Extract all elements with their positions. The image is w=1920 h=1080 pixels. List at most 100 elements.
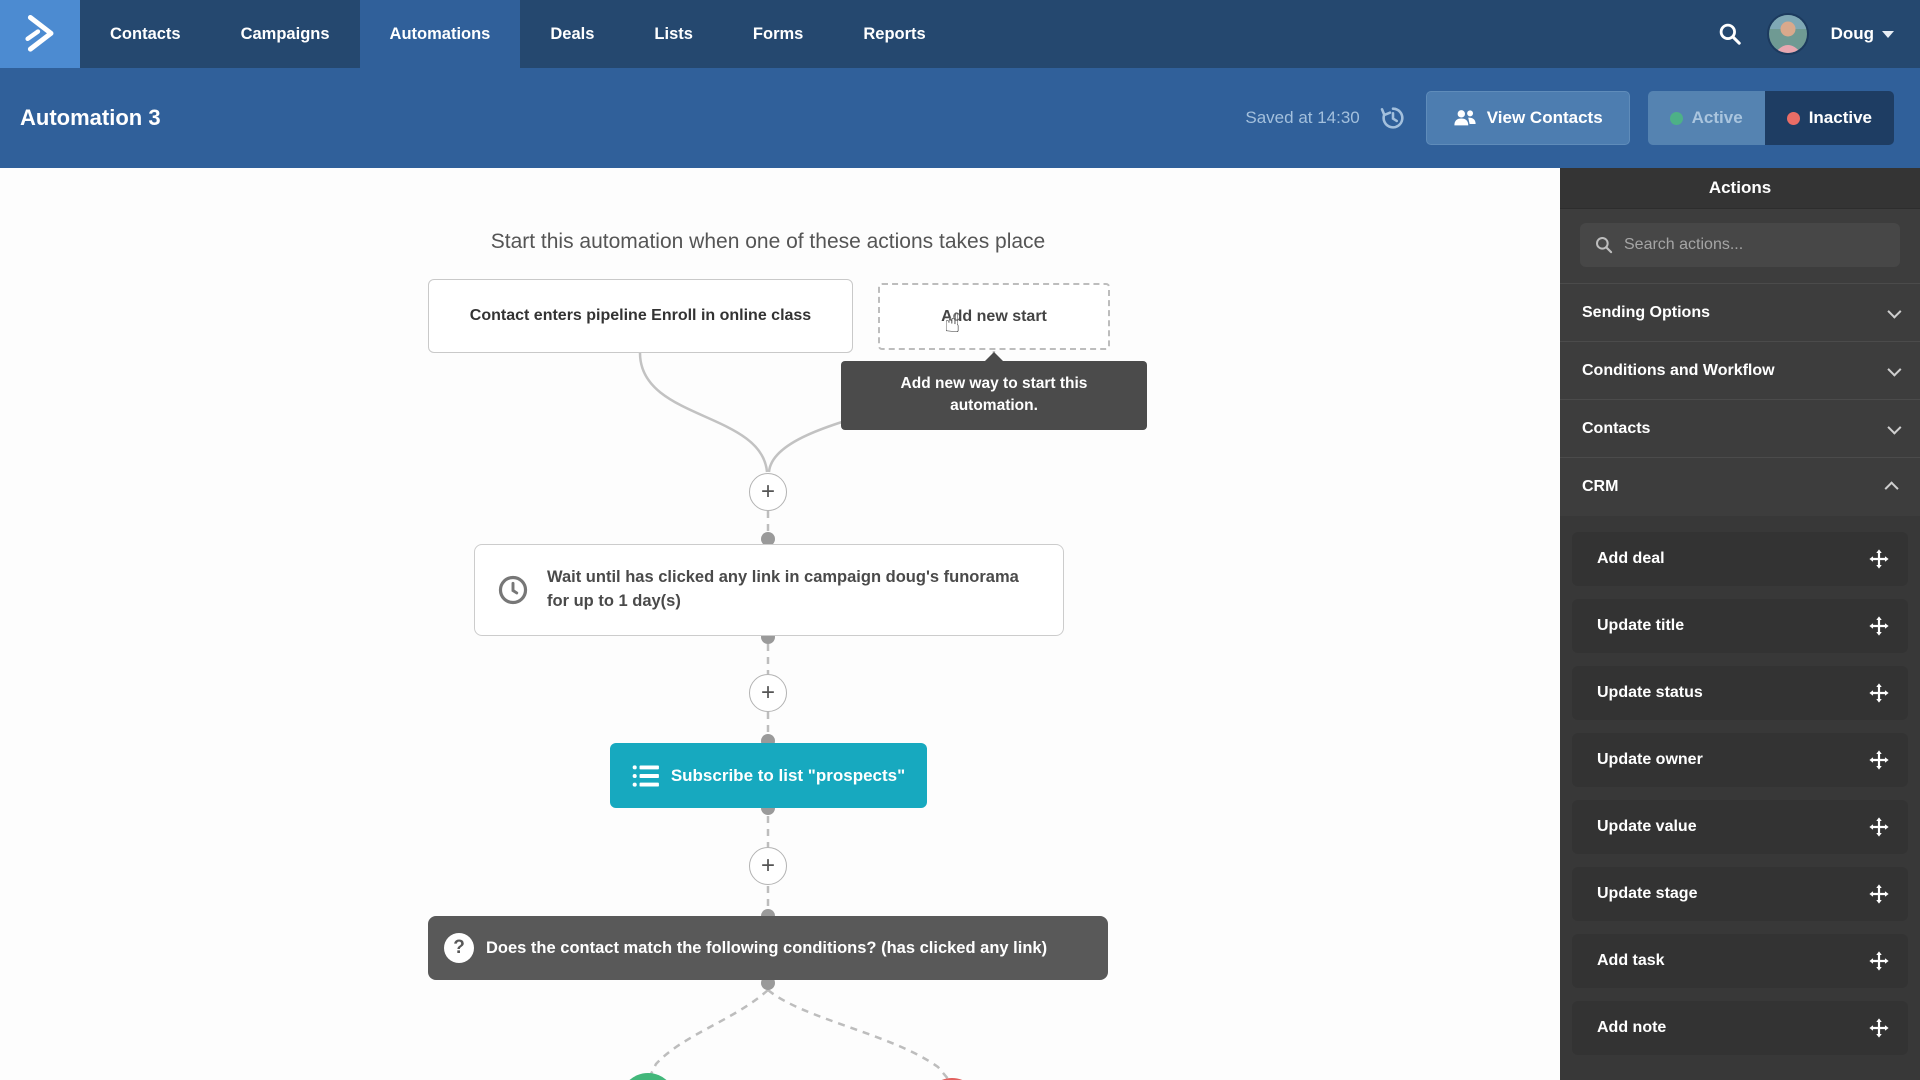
avatar[interactable] [1766,13,1809,55]
start-node-pipeline[interactable]: Contact enters pipeline Enroll in online… [428,279,853,353]
list-icon [632,764,659,787]
search-icon[interactable] [1715,19,1745,49]
question-mark-icon: ? [444,933,474,963]
section-label: Conditions and Workflow [1582,361,1775,379]
active-inactive-toggle: Active Inactive [1647,91,1894,145]
nav-items: Contacts Campaigns Automations Deals Lis… [80,0,956,68]
no-branch-node[interactable] [924,1078,980,1080]
saved-status-text: Saved at 14:30 [1245,108,1360,127]
connector-dot [761,532,775,546]
nav-right-cluster: Doug [1715,0,1920,68]
action-item-add-note[interactable]: Add note [1572,1000,1908,1055]
add-new-start-button[interactable]: Add new start [878,283,1110,350]
action-item-add-task[interactable]: Add task [1572,933,1908,988]
action-item-update-owner[interactable]: Update owner [1572,732,1908,787]
if-else-condition-node[interactable]: ? Does the contact match the following c… [428,916,1108,980]
add-action-button-1[interactable]: + [749,473,787,511]
drag-move-icon[interactable] [1868,682,1890,704]
top-navigation-bar: Contacts Campaigns Automations Deals Lis… [0,0,1920,68]
actions-sidebar: Actions Sending Options Conditions and W… [1560,168,1920,1080]
subscribe-to-list-node[interactable]: Subscribe to list "prospects" [610,743,927,808]
inactive-status-dot-icon [1786,111,1800,125]
nav-item-deals[interactable]: Deals [550,24,595,43]
action-item-label: Add task [1597,951,1665,969]
add-new-start-label: Add new start [941,307,1047,325]
page-title: Automation 3 [20,105,161,130]
activecampaign-chevron-icon [25,15,54,52]
action-item-label: Update stage [1597,884,1698,902]
toggle-inactive-label: Inactive [1808,108,1872,127]
drag-move-icon[interactable] [1868,883,1890,905]
chevron-down-icon [1887,304,1902,319]
contacts-people-icon [1454,110,1476,126]
add-start-tooltip: Add new way to start this automation. [841,352,1147,430]
automation-canvas[interactable]: Start this automation when one of these … [0,168,1560,1080]
view-contacts-button[interactable]: View Contacts [1425,91,1630,145]
wait-node-label: Wait until has clicked any link in campa… [547,568,1019,610]
action-item-update-stage[interactable]: Update stage [1572,866,1908,921]
section-label: CRM [1582,478,1619,496]
nav-item-campaigns[interactable]: Campaigns [240,24,330,43]
nav-item-reports[interactable]: Reports [863,24,926,43]
toggle-inactive[interactable]: Inactive [1764,91,1894,145]
section-label: Contacts [1582,419,1651,437]
nav-item-automations[interactable]: Automations [359,0,521,68]
drag-move-icon[interactable] [1868,1017,1890,1039]
nav-item-forms[interactable]: Forms [752,24,804,43]
main-area: Start this automation when one of these … [0,168,1920,1080]
drag-move-icon[interactable] [1868,548,1890,570]
crm-action-list: Add deal Update title Update status Upda… [1560,515,1920,1080]
section-label: Sending Options [1582,303,1710,321]
flow-connectors [638,350,996,1080]
titlebar-right-cluster: Saved at 14:30 View Contacts Active [1245,91,1920,145]
chevron-down-icon [1882,30,1894,38]
add-action-button-2[interactable]: + [749,674,787,712]
action-item-label: Add note [1597,1018,1667,1036]
nav-item-contacts[interactable]: Contacts [110,24,181,43]
search-actions-input[interactable] [1624,236,1886,255]
condition-node-label: Does the contact match the following con… [486,938,1048,957]
drag-move-icon[interactable] [1868,749,1890,771]
sidebar-section-crm[interactable]: CRM [1560,458,1920,516]
revision-history-icon[interactable] [1378,103,1408,133]
subscribe-node-label: Subscribe to list "prospects" [670,765,906,785]
drag-move-icon[interactable] [1868,816,1890,838]
user-name-label: Doug [1830,24,1874,43]
action-item-update-status[interactable]: Update status [1572,665,1908,720]
action-item-update-title[interactable]: Update title [1572,598,1908,653]
canvas-heading: Start this automation when one of these … [490,230,1046,253]
drag-move-icon[interactable] [1868,615,1890,637]
yes-branch-node[interactable] [620,1073,676,1080]
toggle-active-label: Active [1691,108,1743,127]
active-status-dot-icon [1669,111,1683,125]
chevron-up-icon [1884,481,1899,496]
sidebar-title: Actions [1560,168,1920,210]
add-action-button-3[interactable]: + [749,847,787,885]
wait-condition-node[interactable]: Wait until has clicked any link in campa… [474,544,1064,636]
action-item-label: Update value [1597,817,1697,835]
action-item-label: Update title [1597,616,1685,634]
action-item-label: Update owner [1597,750,1703,768]
nav-item-lists[interactable]: Lists [654,24,693,43]
drag-move-icon[interactable] [1868,950,1890,972]
action-item-label: Update status [1597,683,1703,701]
sidebar-section-sending-options[interactable]: Sending Options [1560,284,1920,343]
user-menu[interactable]: Doug [1831,24,1894,44]
activecampaign-logo[interactable] [0,0,80,68]
mouse-cursor-pointer-icon: ☝ [944,308,961,339]
sidebar-section-contacts[interactable]: Contacts [1560,400,1920,459]
automation-title-bar: Automation 3 Saved at 14:30 View Contact… [0,68,1920,168]
sidebar-search-wrap [1560,209,1920,285]
search-icon [1595,237,1613,254]
action-item-update-value[interactable]: Update value [1572,799,1908,854]
chevron-down-icon [1887,420,1902,435]
action-item-label: Add deal [1597,549,1665,567]
tooltip-text: Add new way to start this automation. [900,375,1088,415]
start-node-pipeline-label: Contact enters pipeline Enroll in online… [469,307,812,324]
chevron-down-icon [1887,362,1902,377]
sidebar-section-conditions-workflow[interactable]: Conditions and Workflow [1560,342,1920,401]
view-contacts-label: View Contacts [1486,108,1603,127]
action-item-add-deal[interactable]: Add deal [1572,531,1908,586]
toggle-active[interactable]: Active [1647,91,1765,145]
clock-icon [498,575,528,605]
